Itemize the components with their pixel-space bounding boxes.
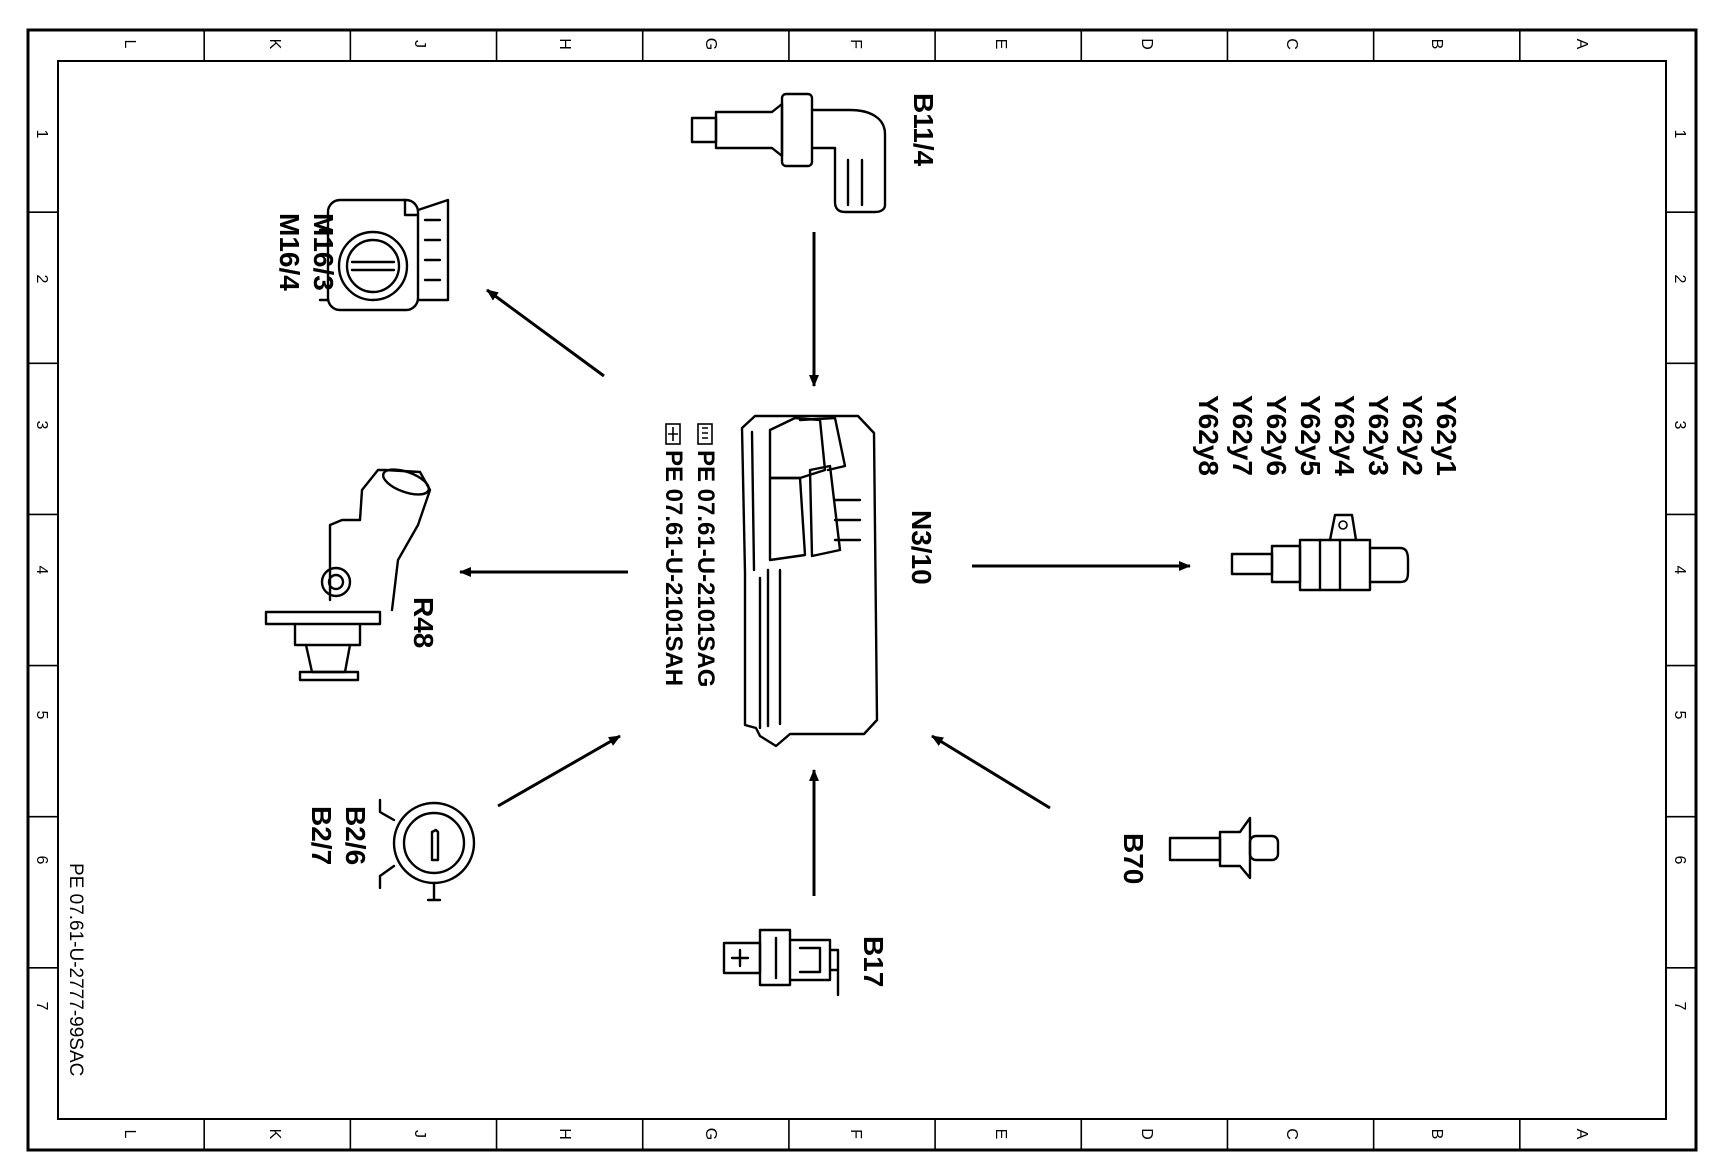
injector-icon bbox=[1230, 513, 1410, 592]
b2-7-label: B2/7 bbox=[306, 806, 337, 865]
col-label: B bbox=[1428, 1129, 1445, 1140]
col-label: G bbox=[702, 1128, 719, 1140]
y62y4-label: Y62y4 bbox=[1329, 395, 1360, 476]
y62y6-label: Y62y6 bbox=[1261, 395, 1292, 476]
row-label: 5 bbox=[1671, 711, 1688, 720]
signal-arrows bbox=[459, 232, 1191, 896]
row-dividers bbox=[28, 211, 1696, 969]
col-label: D bbox=[1138, 1128, 1155, 1140]
row-label: 4 bbox=[1671, 566, 1688, 575]
b2-6-label: B2/6 bbox=[340, 806, 371, 865]
col-label: J bbox=[411, 1130, 428, 1138]
col-label: H bbox=[556, 1128, 573, 1140]
reference-2: PE 07.61-U-2101SAH bbox=[660, 423, 687, 686]
column-labels-top: L K J H G F E D C B A bbox=[121, 38, 1590, 50]
arrow-ecu-to-throttle bbox=[486, 288, 605, 378]
ecu-label: N3/10 bbox=[906, 510, 937, 585]
col-label: A bbox=[1573, 1129, 1590, 1140]
b11-4-label: B11/4 bbox=[908, 93, 939, 167]
col-label: H bbox=[556, 38, 573, 50]
arrow-b70-to-ecu bbox=[931, 734, 1051, 810]
y62y2-label: Y62y2 bbox=[1397, 395, 1428, 476]
y62y1-label: Y62y1 bbox=[1431, 395, 1462, 476]
thermostat-icon bbox=[264, 468, 432, 682]
col-label: G bbox=[702, 38, 719, 50]
b70-label: B70 bbox=[1118, 833, 1149, 884]
camshaft-sensor-icon bbox=[690, 92, 887, 214]
col-label: C bbox=[1283, 38, 1300, 50]
col-label: D bbox=[1138, 38, 1155, 50]
reference-text: PE 07.61-U-2101SAG bbox=[692, 450, 719, 687]
m16-3-label: M16/3 bbox=[308, 213, 339, 291]
col-label: F bbox=[847, 1129, 864, 1139]
thermostat-r48: R48 bbox=[264, 468, 439, 682]
row-label: 3 bbox=[1671, 421, 1688, 430]
col-label: F bbox=[847, 39, 864, 49]
row-label: 7 bbox=[33, 1002, 50, 1011]
y62y8-label: Y62y8 bbox=[1193, 395, 1224, 476]
hand-pointer-icon bbox=[697, 423, 713, 445]
sensor-b2: B2/6 B2/7 bbox=[306, 798, 476, 902]
book-hand-icon bbox=[665, 423, 681, 445]
row-label: 2 bbox=[33, 275, 50, 284]
column-dividers bbox=[203, 30, 1521, 1150]
col-label: E bbox=[992, 1129, 1009, 1140]
row-labels-right: 1 2 3 4 5 6 7 bbox=[1671, 130, 1688, 1011]
row-label: 6 bbox=[33, 856, 50, 865]
row-label: 1 bbox=[33, 130, 50, 139]
col-label: K bbox=[266, 39, 283, 50]
sensor-b11-4: B11/4 bbox=[690, 92, 939, 214]
col-label: J bbox=[411, 40, 428, 48]
y62y3-label: Y62y3 bbox=[1363, 395, 1394, 476]
reference-1: PE 07.61-U-2101SAG bbox=[692, 423, 719, 687]
references: PE 07.61-U-2101SAG PE 07.61-U-2101SAH bbox=[660, 423, 719, 687]
row-label: 2 bbox=[1671, 275, 1688, 284]
column-labels-bottom: L K J H G F E D C B A bbox=[121, 1128, 1590, 1140]
row-label: 6 bbox=[1671, 856, 1688, 865]
document-code: PE 07.61-U-2777-99SAC bbox=[65, 863, 86, 1076]
row-label: 1 bbox=[1671, 130, 1688, 139]
row-label: 7 bbox=[1671, 1002, 1688, 1011]
crankshaft-sensor-icon bbox=[1168, 816, 1280, 880]
col-label: L bbox=[121, 40, 138, 49]
injectors-y62: Y62y1 Y62y2 Y62y3 Y62y4 Y62y5 Y62y6 Y62y… bbox=[1193, 395, 1462, 592]
col-label: K bbox=[266, 1129, 283, 1140]
throttle-body-icon bbox=[318, 198, 450, 312]
sensor-b17: B17 bbox=[722, 928, 889, 997]
throttle-m16: M16/3 M16/4 bbox=[274, 198, 450, 312]
y62y7-label: Y62y7 bbox=[1227, 395, 1258, 476]
col-label: B bbox=[1428, 39, 1445, 50]
col-label: C bbox=[1283, 1128, 1300, 1140]
m16-4-label: M16/4 bbox=[274, 213, 305, 291]
drawing-frame bbox=[26, 28, 1698, 1152]
ecu-control-unit-icon bbox=[740, 414, 879, 748]
sensor-b70: B70 bbox=[1118, 816, 1280, 884]
row-labels-left: 1 2 3 4 5 6 7 bbox=[33, 130, 50, 1011]
coolant-temp-sensor-icon bbox=[722, 928, 840, 997]
b17-label: B17 bbox=[858, 936, 889, 987]
reference-text: PE 07.61-U-2101SAH bbox=[660, 450, 687, 686]
col-label: E bbox=[992, 39, 1009, 50]
r48-label: R48 bbox=[408, 597, 439, 648]
col-label: A bbox=[1573, 39, 1590, 50]
row-label: 3 bbox=[33, 421, 50, 430]
row-label: 5 bbox=[33, 711, 50, 720]
y62y5-label: Y62y5 bbox=[1295, 395, 1326, 476]
col-label: L bbox=[121, 1130, 138, 1139]
arrow-b2-to-ecu bbox=[497, 734, 621, 808]
row-label: 4 bbox=[33, 566, 50, 575]
air-mass-sensor-icon bbox=[378, 798, 476, 902]
ecu-n3-10: N3/10 bbox=[740, 414, 937, 748]
